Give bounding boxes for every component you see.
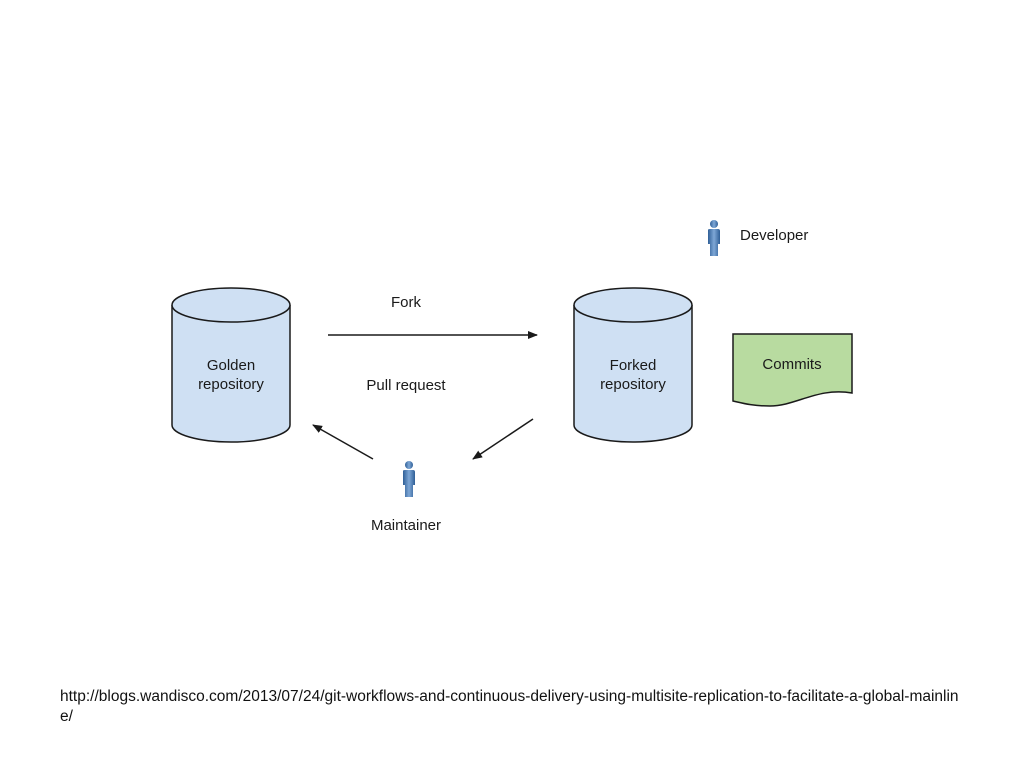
developer-person-icon [708,220,720,256]
pull-request-label: Pull request [366,377,446,394]
fork-label: Fork [391,294,422,311]
source-url-link[interactable]: http://blogs.wandisco.com/2013/07/24/git… [60,688,959,725]
commits-label: Commits [762,356,821,373]
pull-request-arrow-to-maintainer [472,418,534,460]
maintainer-person-icon [403,461,415,497]
commits-document: Commits [732,333,853,407]
golden-repository-label-line2: repository [198,376,264,393]
forked-repository-cylinder: Forked repository [573,287,693,443]
golden-repository-label-line1: Golden [207,357,255,374]
developer-label: Developer [740,227,808,244]
merge-arrow-to-golden-repository [312,424,374,460]
golden-repository-cylinder: Golden repository [171,287,291,443]
forked-repository-label-line1: Forked [610,357,657,374]
forked-repository-label-line2: repository [600,376,666,393]
maintainer-label: Maintainer [371,517,441,534]
